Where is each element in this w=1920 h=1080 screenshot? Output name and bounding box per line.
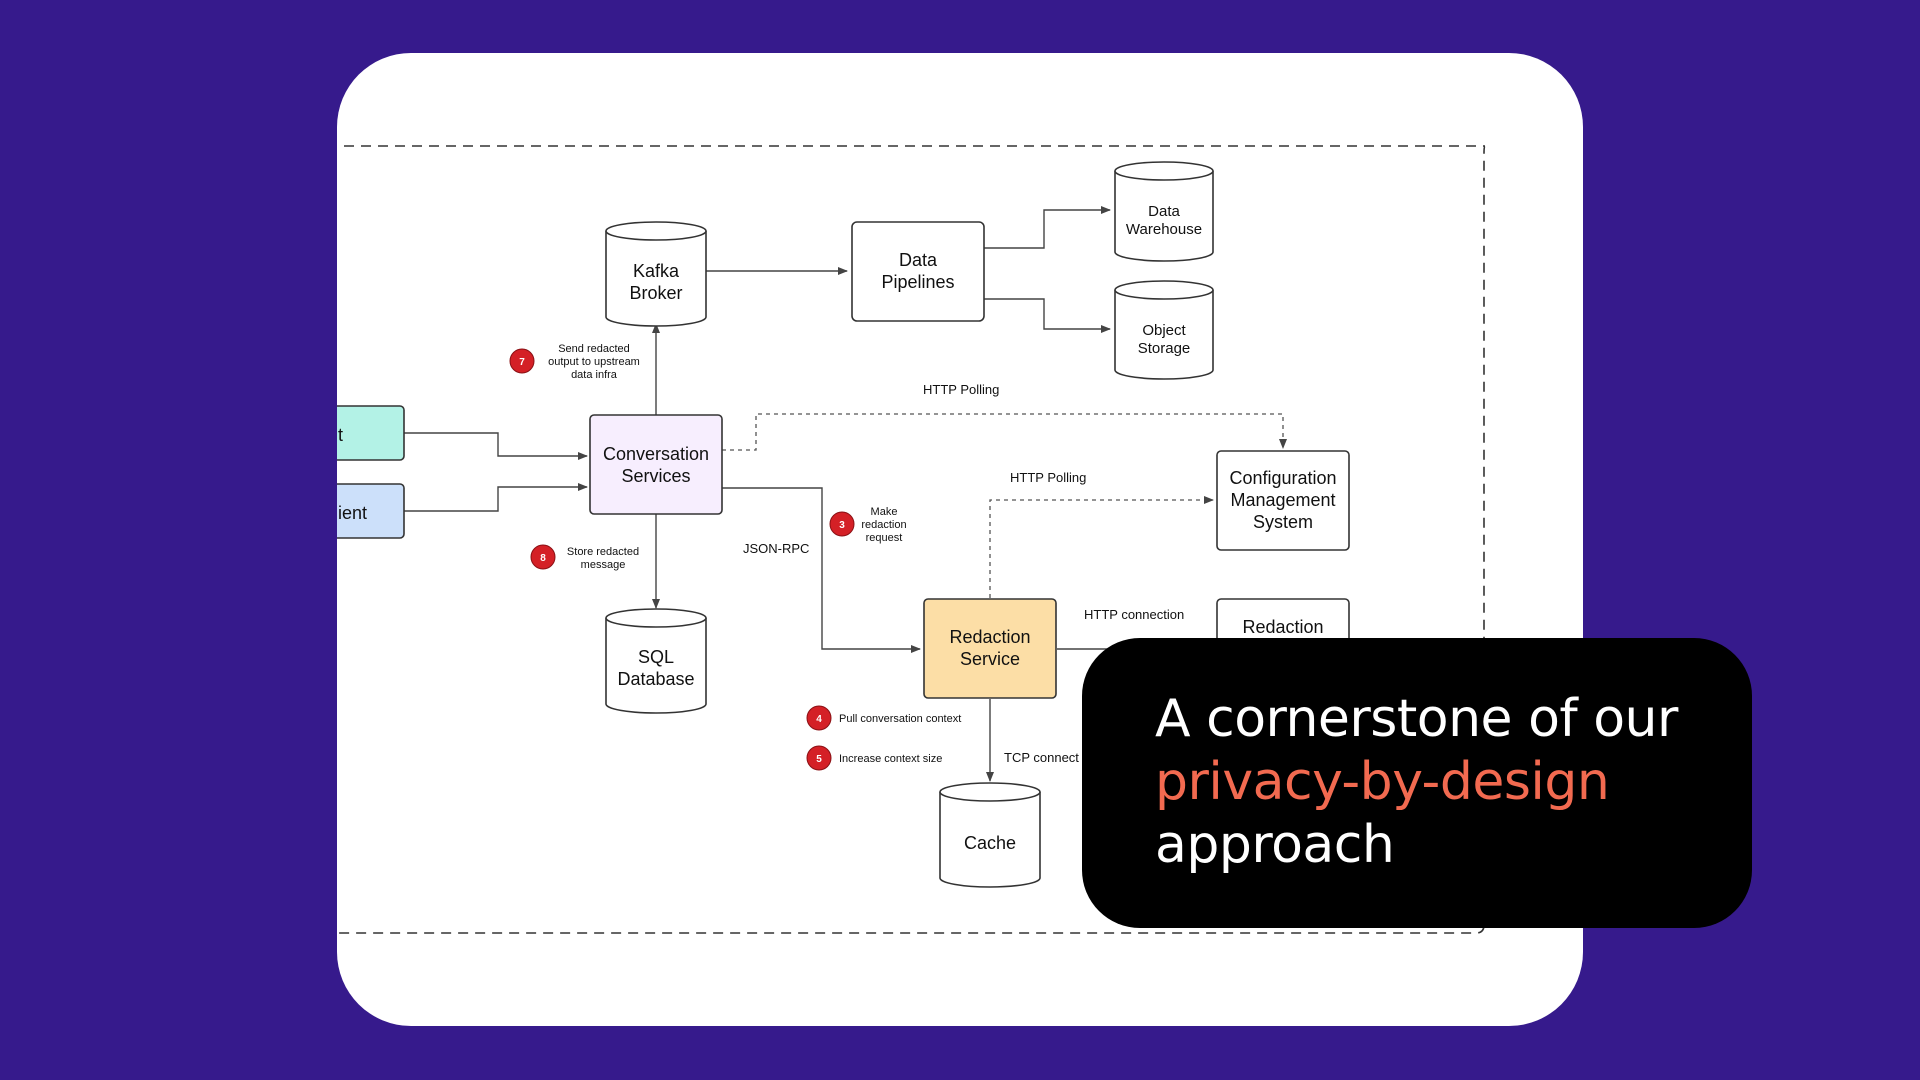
tcp-connection-label: TCP connect (1004, 750, 1079, 765)
data-warehouse-node: Data Warehouse (1114, 161, 1214, 262)
step-4: 4 Pull conversation context (806, 705, 961, 731)
architecture-diagram: Kafka Broker Data Pipelines Data Warehou… (337, 145, 1486, 934)
step-8-text-1: Store redacted (567, 546, 639, 558)
headline-line-3: approach (1155, 815, 1395, 875)
sql-database-node: SQL Database (605, 608, 707, 714)
sql-label-2: Database (617, 669, 694, 689)
headline-text: A cornerstone of our privacy-by-design a… (1155, 688, 1722, 877)
data-pipelines-node: Data Pipelines (851, 221, 985, 322)
http-connection-label: HTTP connection (1084, 607, 1184, 622)
polling-connectors (722, 413, 1287, 598)
step-8-number: 8 (540, 553, 546, 564)
system-boundary (337, 145, 1486, 934)
edge-pipelines-warehouse (984, 206, 1111, 249)
step-4-text: Pull conversation context (839, 713, 961, 725)
step-5: 5 Increase context size (806, 745, 942, 771)
pipelines-label-2: Pipelines (881, 272, 954, 292)
step-3: 3 Make redaction request (829, 506, 907, 544)
redaction-label-2: Service (960, 649, 1020, 669)
step-5-text: Increase context size (839, 753, 942, 765)
step-8-text-2: message (581, 559, 626, 571)
conversation-services-node: Conversation Services (589, 414, 723, 515)
step-7-text-3: data infra (571, 369, 618, 381)
edge-polling-config-2 (989, 496, 1214, 598)
http-polling-label-2: HTTP Polling (1010, 470, 1086, 485)
client1-label: t (338, 425, 343, 445)
client2-node: ient (337, 483, 405, 539)
step-7-number: 7 (519, 357, 525, 368)
redaction-service-node: Redaction Service (923, 598, 1057, 699)
conversation-label-2: Services (621, 466, 690, 486)
redaction-label-1: Redaction (949, 627, 1030, 647)
kafka-broker-node: Kafka Broker (605, 221, 707, 327)
step-8: 8 Store redacted message (530, 544, 639, 571)
cache-label: Cache (964, 833, 1016, 853)
config-label-1: Configuration (1229, 468, 1336, 488)
headline-line-1: A cornerstone of our (1155, 689, 1678, 749)
json-rpc-label: JSON-RPC (743, 541, 809, 556)
step-3-text-2: redaction (861, 519, 906, 531)
edge-client1-conversation (404, 432, 588, 460)
edge-client2-conversation (404, 483, 588, 512)
config-label-2: Management (1230, 490, 1335, 510)
step-7: 7 Send redacted output to upstream data … (509, 343, 640, 381)
step-7-text-2: output to upstream (548, 356, 640, 368)
object-storage-node: Object Storage (1114, 280, 1214, 380)
step-7-text-1: Send redacted (558, 343, 630, 355)
http-polling-label-1: HTTP Polling (923, 382, 999, 397)
pipelines-label-1: Data (899, 250, 938, 270)
warehouse-label-1: Data (1148, 203, 1180, 220)
client2-label: ient (338, 503, 367, 523)
headline-line-2-accent: privacy-by-design (1155, 752, 1610, 812)
step-3-number: 3 (839, 520, 845, 531)
step-4-number: 4 (816, 714, 822, 725)
edge-conversation-redaction (722, 487, 921, 653)
config-management-node: Configuration Management System (1216, 450, 1350, 551)
redaction2-label-1: Redaction (1242, 617, 1323, 637)
step-3-text-1: Make (871, 506, 898, 518)
edge-pipelines-storage (984, 298, 1111, 333)
sql-label-1: SQL (638, 647, 674, 667)
step-3-text-3: request (866, 532, 903, 544)
warehouse-label-2: Warehouse (1126, 221, 1202, 238)
conversation-label-1: Conversation (603, 444, 709, 464)
client1-node: t (337, 405, 405, 461)
edge-polling-config-1 (722, 413, 1287, 451)
headline-callout: A cornerstone of our privacy-by-design a… (1082, 638, 1752, 928)
kafka-label-2: Broker (629, 283, 682, 303)
storage-label-2: Storage (1138, 340, 1191, 357)
kafka-label-1: Kafka (633, 261, 680, 281)
diagram-card: Kafka Broker Data Pipelines Data Warehou… (337, 53, 1583, 1026)
storage-label-1: Object (1142, 322, 1186, 339)
cache-node: Cache (939, 782, 1041, 888)
step-5-number: 5 (816, 754, 822, 765)
config-label-3: System (1253, 512, 1313, 532)
